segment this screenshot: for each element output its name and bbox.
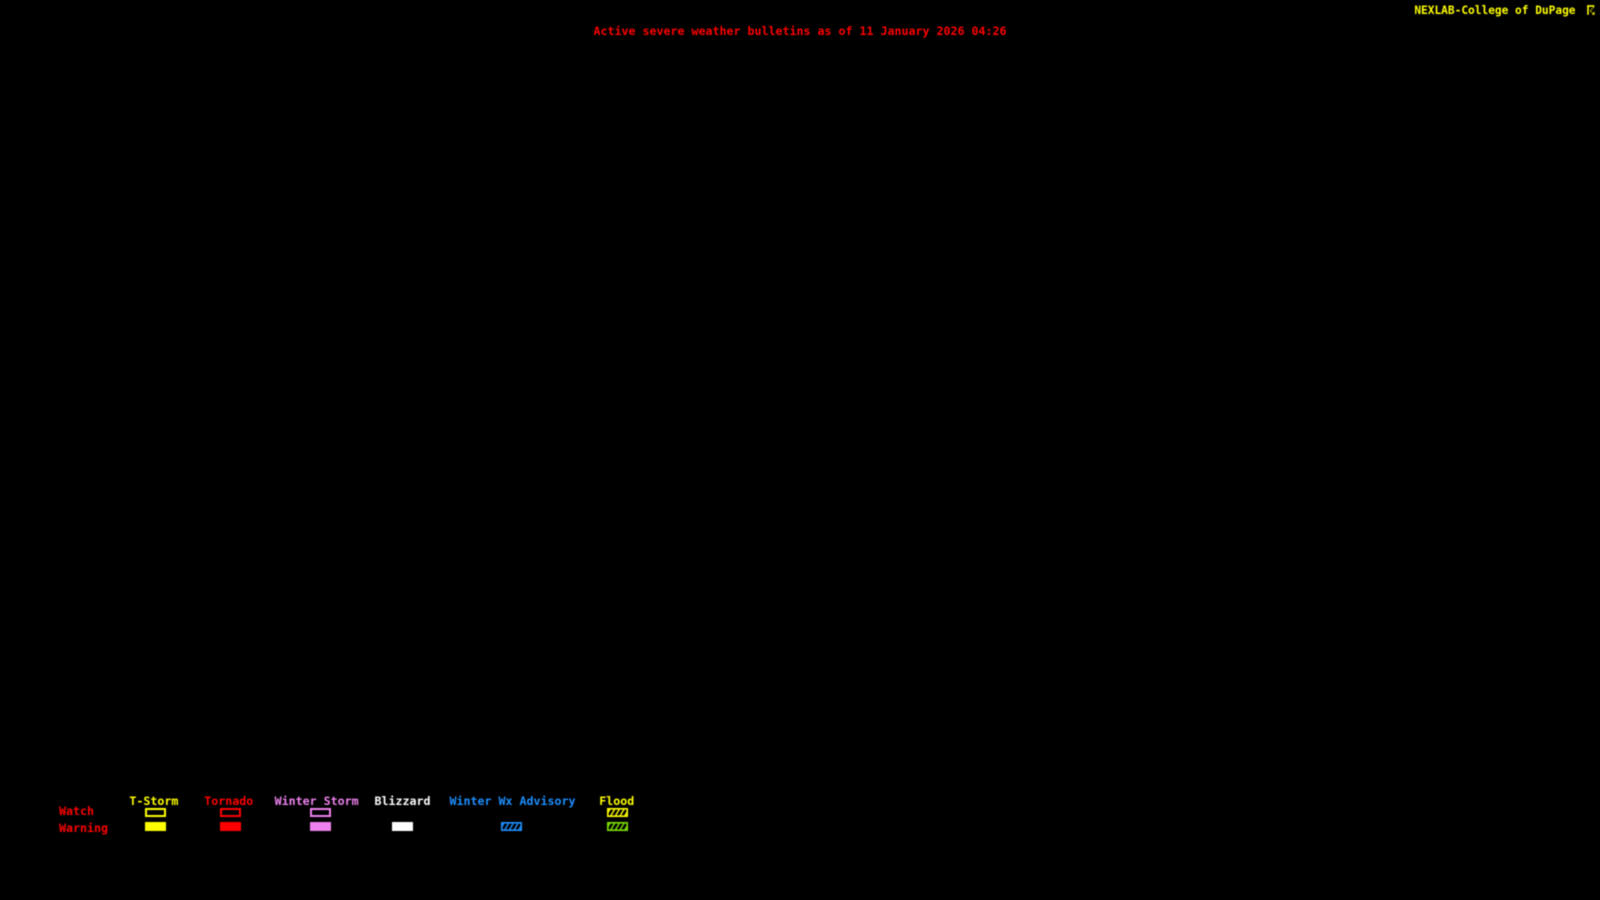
credit-text: NEXLAB-College of DuPage <box>1414 3 1576 17</box>
credit: NEXLAB-College of DuPage <box>1414 3 1595 17</box>
swatch-winter-storm-watch <box>310 808 332 818</box>
legend-row-label-watch: Watch <box>59 803 94 818</box>
legend-label-flood: Flood <box>599 793 635 808</box>
cod-nexlab-logo-icon <box>1587 5 1595 16</box>
swatch-tstorm-warning <box>145 821 167 831</box>
legend-label-blizzard: Blizzard <box>374 793 431 808</box>
swatch-tstorm-watch <box>145 808 167 818</box>
legend-label-winter-wx-advisory: Winter Wx Advisory <box>449 793 576 808</box>
swatch-tornado-watch <box>220 808 242 818</box>
legend-label-tornado: Tornado <box>204 793 254 808</box>
swatch-tornado-warning <box>220 821 241 831</box>
swatch-winter-wx-advisory-warning <box>500 821 522 831</box>
swatch-winter-storm-warning <box>310 821 331 831</box>
swatch-blizzard-warning <box>391 821 413 831</box>
page-title: Active severe weather bulletins as of 11… <box>593 24 1007 39</box>
legend-label-tstorm: T-Storm <box>129 793 179 808</box>
legend-row-label-warning: Warning <box>59 820 108 835</box>
swatch-flood-watch <box>607 808 629 818</box>
legend-label-winter-storm: Winter Storm <box>274 793 359 808</box>
swatch-flood-warning <box>607 821 629 831</box>
